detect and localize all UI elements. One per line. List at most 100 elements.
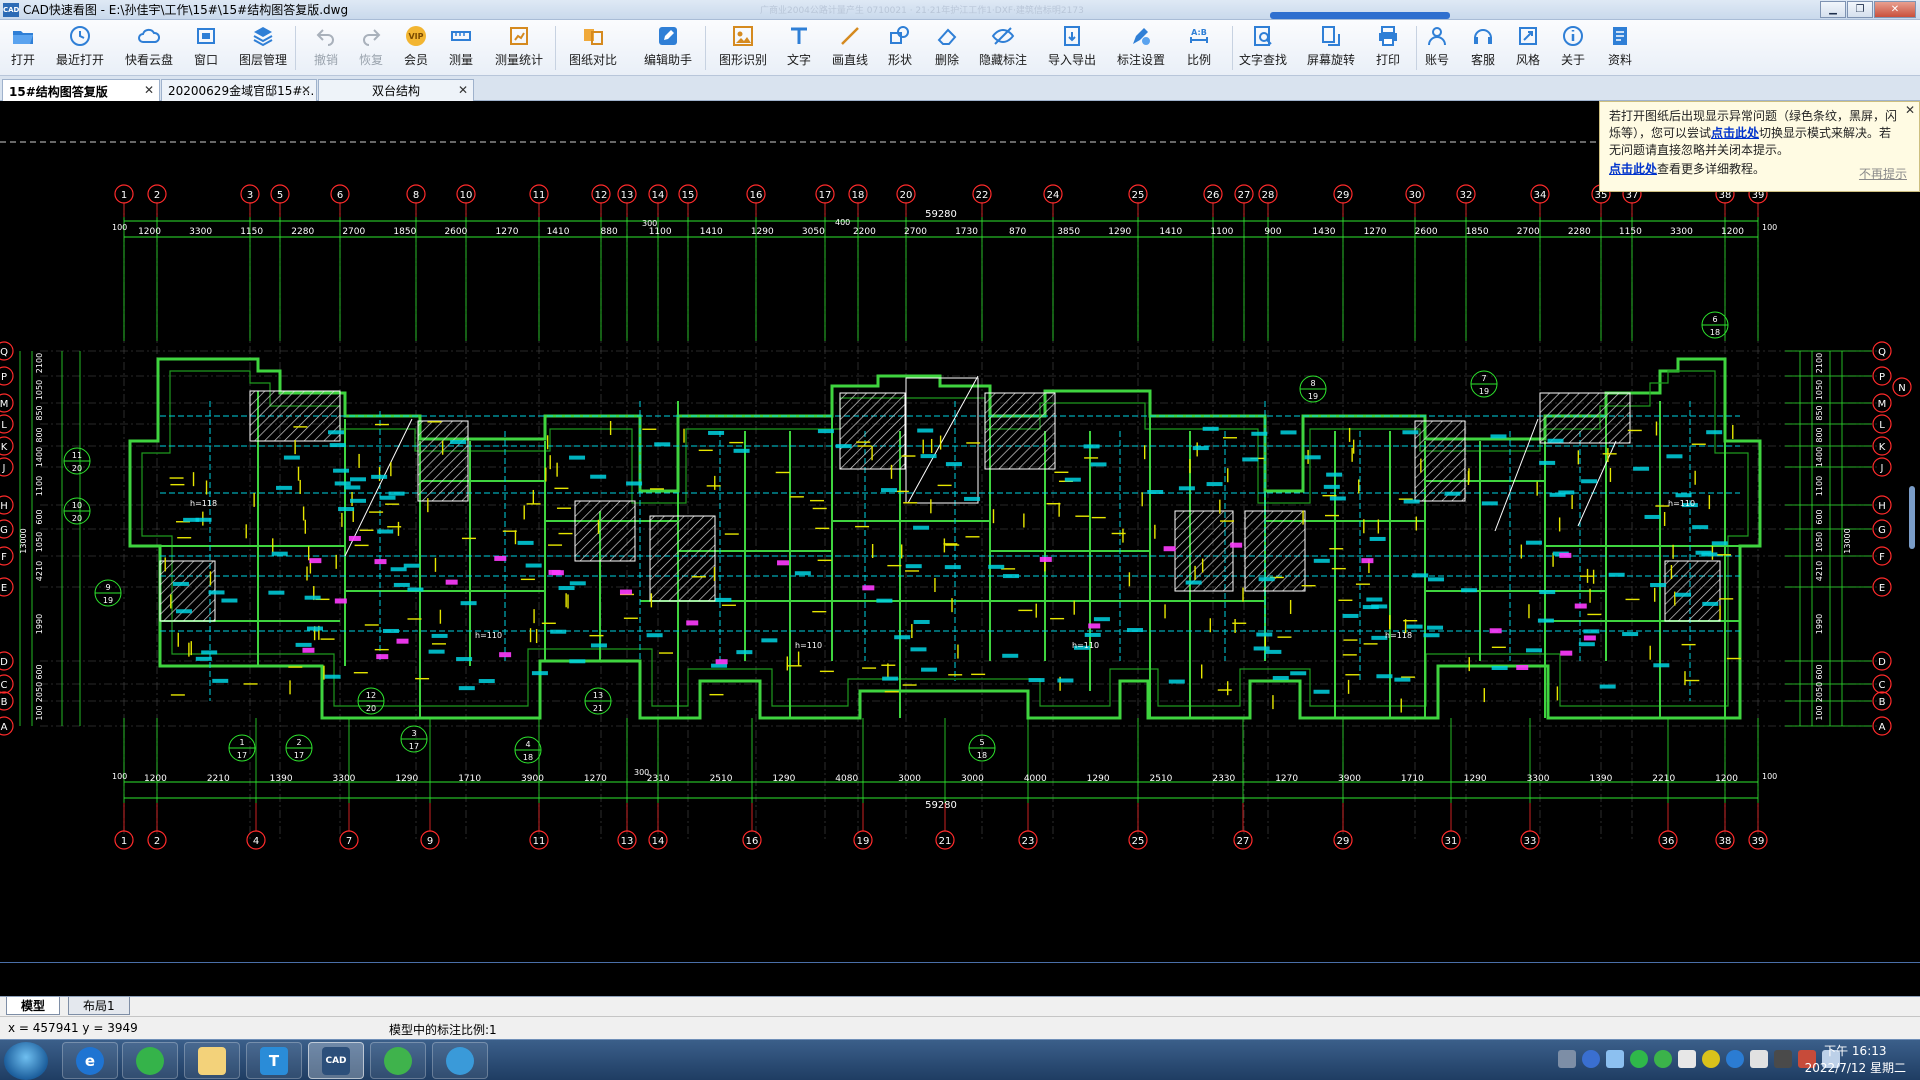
tray-qq-icon[interactable]	[1726, 1050, 1744, 1068]
toolbar-label: 最近打开	[55, 53, 104, 67]
axis-bubble-left	[0, 691, 14, 711]
tray-app-icon[interactable]	[1678, 1050, 1696, 1068]
close-tab-icon[interactable]: ✕	[143, 83, 154, 97]
tray-wechat-icon[interactable]	[1630, 1050, 1648, 1068]
close-notice-icon[interactable]: ✕	[1904, 103, 1915, 117]
toolbar-button-measure-stats[interactable]: 测量统计	[489, 24, 549, 72]
tab-model[interactable]: 模型	[6, 997, 61, 1015]
toolbar-button-edit-assistant[interactable]: 编辑助手	[638, 24, 698, 72]
shear-wall-hatch	[417, 420, 469, 502]
taskbar-text-app[interactable]: T	[246, 1042, 302, 1079]
top-dimension-text: 2600	[444, 227, 467, 237]
ghost-title-text: 广商业2004公路计量产生 0710021 · 21·21年护江工作1·DXF·…	[760, 6, 1084, 16]
axis-label-bottom: 29	[1337, 836, 1350, 847]
toolbar-button-redo[interactable]: 恢复	[341, 24, 401, 72]
start-button[interactable]	[4, 1042, 48, 1080]
tab-20200629[interactable]: 20200629金域官邸15#… ✕	[161, 79, 317, 101]
axis-label-bottom: 27	[1237, 836, 1250, 847]
toolbar-button-eraser[interactable]: 删除	[917, 24, 977, 72]
magenta-annotation	[334, 598, 347, 604]
tray-display-icon[interactable]	[1774, 1050, 1792, 1068]
tray-volume-icon[interactable]	[1822, 1050, 1840, 1068]
rebar-label	[1371, 604, 1388, 609]
toolbar-button-hide-annotation[interactable]: 隐藏标注	[973, 24, 1033, 72]
axis-label-left: B	[1, 697, 8, 708]
toolbar-label: 关于	[1560, 53, 1585, 67]
taskbar-clock[interactable]: 下午 16:13 2022/7/12 星期二	[1805, 1043, 1906, 1077]
toolbar-button-line[interactable]: 画直线	[820, 24, 880, 72]
left-dimension-text: 600	[35, 664, 44, 679]
axis-label-top: 32	[1460, 190, 1473, 201]
layout-tabs: 模型 布局1	[0, 996, 1920, 1016]
magenta-annotation	[499, 652, 512, 658]
toolbar-button-documents[interactable]: 资料	[1590, 24, 1650, 72]
axis-label-bottom: 25	[1132, 836, 1145, 847]
axis-label-top: 25	[1132, 190, 1145, 201]
toolbar-button-compare[interactable]: 图纸对比	[563, 24, 623, 72]
tray-plus-icon[interactable]	[1702, 1050, 1720, 1068]
rebar-label	[271, 551, 288, 556]
toolbar-button-text-search[interactable]: 文字查找	[1233, 24, 1293, 72]
minimize-button[interactable]: ▁	[1820, 1, 1846, 18]
rebar-label	[371, 474, 388, 479]
switch-display-mode-link[interactable]: 点击此处	[1711, 126, 1760, 140]
toolbar-button-printer[interactable]: 打印	[1358, 24, 1418, 72]
toolbar-button-shape-recognition[interactable]: 图形识别	[713, 24, 773, 72]
toolbar-button-rotate-screen[interactable]: 屏幕旋转	[1301, 24, 1361, 72]
rebar-label	[195, 517, 212, 522]
tray-360-icon[interactable]	[1654, 1050, 1672, 1068]
toolbar-button-recent-clock[interactable]: 最近打开	[50, 24, 110, 72]
axis-label-left: K	[1, 442, 8, 453]
toolbar-separator	[295, 26, 296, 70]
total-dimension-top: 59280	[925, 209, 957, 220]
toolbar-label: 打印	[1375, 53, 1400, 67]
close-tab-icon[interactable]: ✕	[300, 83, 311, 97]
tab-layout1[interactable]: 布局1	[68, 997, 130, 1015]
toolbar-label: 打开	[10, 53, 35, 67]
close-button[interactable]: ✕	[1874, 1, 1916, 18]
rebar-label	[708, 430, 725, 435]
toolbar-button-folder-open[interactable]: 打开	[0, 24, 53, 72]
tray-mail-icon[interactable]	[1606, 1050, 1624, 1068]
dont-show-again-link[interactable]: 不再提示	[1858, 167, 1907, 181]
tray-network-icon[interactable]	[1750, 1050, 1768, 1068]
toolbar-button-layers[interactable]: 图层管理	[233, 24, 293, 72]
taskbar-chat[interactable]	[432, 1042, 488, 1079]
taskbar-wechat[interactable]	[370, 1042, 426, 1079]
axis-label-top: 5	[277, 190, 283, 201]
toolbar-button-info[interactable]: 关于	[1543, 24, 1603, 72]
taskbar-folder[interactable]	[184, 1042, 240, 1079]
taskbar-ie[interactable]: e	[62, 1042, 118, 1079]
toolbar-button-ruler[interactable]: 测量	[431, 24, 491, 72]
toolbar-button-style[interactable]: 风格	[1498, 24, 1558, 72]
maximize-button[interactable]: ❐	[1847, 1, 1873, 18]
tab-double-structure[interactable]: 双台结构 ✕	[318, 79, 474, 101]
tray-help-icon[interactable]	[1582, 1050, 1600, 1068]
toolbar-button-user[interactable]: 账号	[1407, 24, 1467, 72]
tab-15-structure[interactable]: 15#结构图答复版 ✕	[2, 79, 160, 102]
taskbar-cad[interactable]: CAD	[308, 1042, 364, 1079]
tray-flag-icon[interactable]	[1798, 1050, 1816, 1068]
axis-label-right: F	[1879, 552, 1885, 563]
toolbar-button-cloud[interactable]: 快看云盘	[119, 24, 179, 72]
taskbar-browser[interactable]	[122, 1042, 178, 1079]
close-tab-icon[interactable]: ✕	[457, 83, 468, 97]
rebar-label	[1362, 605, 1379, 610]
toolbar-button-shape[interactable]: 形状	[870, 24, 930, 72]
line-icon	[838, 24, 862, 48]
shaft-diagonal	[907, 375, 979, 504]
toolbar-button-headset[interactable]: 客服	[1453, 24, 1513, 72]
magenta-annotation	[1560, 650, 1573, 656]
toolbar-button-undo[interactable]: 撤销	[296, 24, 356, 72]
toolbar-button-text[interactable]: 文字	[769, 24, 829, 72]
toolbar-button-import-export[interactable]: 导入导出	[1042, 24, 1102, 72]
toolbar-button-window[interactable]: 窗口	[176, 24, 236, 72]
tutorial-link[interactable]: 点击此处	[1609, 162, 1658, 176]
tray-keyboard-icon[interactable]	[1558, 1050, 1576, 1068]
toolbar-button-annotation-settings[interactable]: 标注设置	[1111, 24, 1171, 72]
axis-label-top: 28	[1262, 190, 1275, 201]
